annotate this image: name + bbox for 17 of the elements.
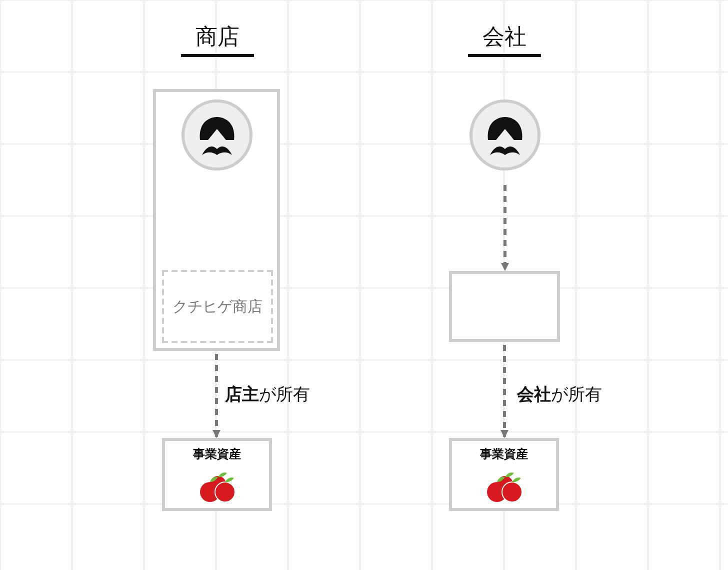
entity-name: クチヒゲ商店 [172,297,264,316]
edge-label: 店主が所有 [225,384,310,406]
container-box [153,89,280,351]
asset-box [449,438,559,511]
column-heading: 商店 [181,22,254,57]
arrow [212,354,220,438]
column-heading: 会社 [468,22,541,57]
person-icon [469,99,541,171]
entity-box [449,271,560,342]
asset-title: 事業資産 [192,446,242,463]
arrow [500,345,508,438]
person-icon [181,99,253,171]
arrow [501,185,509,271]
asset-box [162,438,272,511]
asset-title: 事業資産 [479,446,529,463]
edge-label: 会社が所有 [517,384,602,406]
dashed-box [162,270,273,343]
